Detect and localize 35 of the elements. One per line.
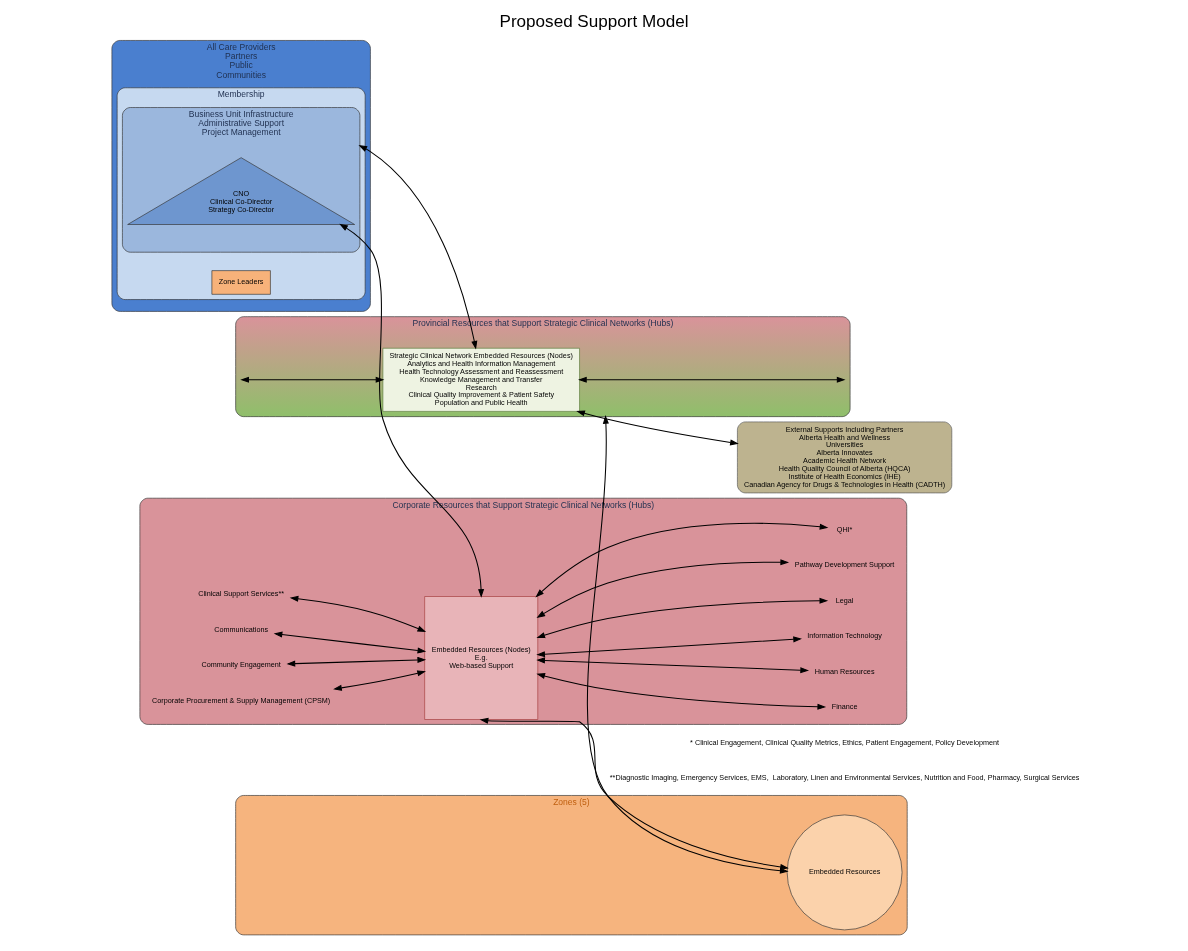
- arrow: [586, 415, 789, 874]
- arrow: [479, 717, 789, 874]
- arrow: [536, 673, 827, 710]
- arrow: [576, 410, 739, 446]
- node-text: Human Resources: [814, 666, 875, 676]
- arrow: [333, 670, 426, 691]
- node-text: Legal: [835, 595, 854, 605]
- node-text: Communications: [214, 624, 269, 634]
- node-circle: Embedded Resources: [786, 814, 903, 931]
- node-text: QHI*: [836, 524, 853, 534]
- node-box: Strategic Clinical Network Embedded Resources (Nodes) Analytics and Health Information Management Health Technology Assessment and Reassessment Knowledge Management and Transfer Research Clinical Quality Improvement & Patient Safety Population and Public Health: [382, 347, 580, 412]
- arrow: [536, 657, 810, 674]
- label: * Clinical Engagement, Clinical Quality Metrics, Ethics, Patient Engagement, Policy Development: [690, 737, 1000, 747]
- node-text: Information Technology: [807, 631, 882, 641]
- diagram-title: Proposed Support Model: [499, 12, 689, 32]
- arrow: [578, 376, 846, 383]
- node-text: Finance: [831, 702, 858, 712]
- node-text: Clinical Support Services**: [198, 589, 285, 599]
- arrow: [273, 631, 427, 654]
- arrow: [358, 145, 478, 350]
- arrow: [289, 595, 427, 632]
- node-text: Community Engagement: [201, 660, 281, 670]
- label: **Diagnostic Imaging, Emergency Services, EMS, Laboratory, Linen and Environmental Services, Nutrition and Food, Pharmacy, Surgical Services: [609, 773, 1080, 783]
- arrow: [536, 597, 829, 639]
- arrow: [536, 636, 802, 658]
- arrow: [536, 559, 790, 618]
- arrow: [286, 656, 427, 667]
- arrow: [339, 223, 485, 598]
- node-text: Corporate Procurement & Supply Management (CPSM): [152, 695, 331, 705]
- node-box: Zone Leaders: [211, 270, 271, 295]
- node-box: External Supports Including Partners Alberta Health and Wellness Universities Alberta Innovates Academic Health Network Health Quality Council of Alberta (HQCA) Institute of Health Economics (IHE) Canadian Agency for Drugs & Technologies in Health (CADTH): [737, 421, 953, 494]
- arrow: [240, 376, 385, 383]
- node-text: Pathway Development Support: [794, 560, 895, 570]
- node-box: Embedded Resources (Nodes) E.g. Web-based Support: [424, 596, 539, 720]
- arrow: [535, 522, 829, 598]
